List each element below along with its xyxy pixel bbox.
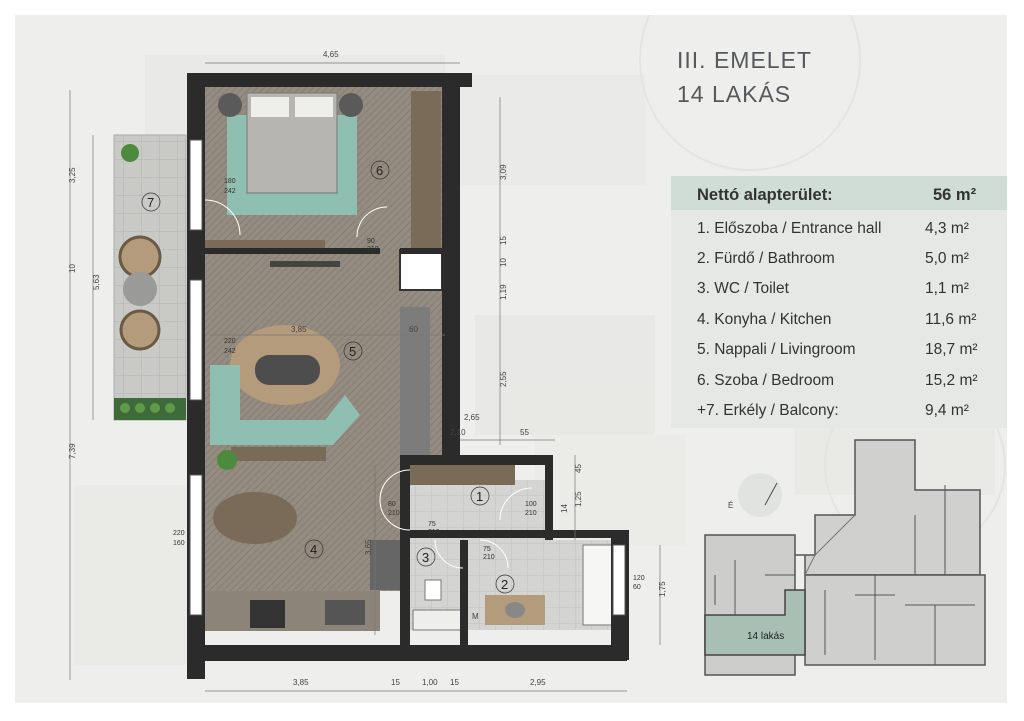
- area-room-label: 3. WC / Toilet: [697, 280, 789, 297]
- win-bath-h: 60: [633, 584, 641, 591]
- furniture: [205, 91, 616, 631]
- dim-right-2: 15: [499, 236, 508, 245]
- area-room-label: 4. Konyha / Kitchen: [697, 311, 832, 328]
- floor-plan-sheet: 4,65 3,85 15 1,00 15 2,95 3,25 10 5,63 7…: [15, 15, 1007, 703]
- room-number-7: 7: [147, 195, 154, 210]
- area-room-value: 15,2 m²: [925, 372, 978, 389]
- dim-bottom-2: 15: [391, 678, 400, 687]
- area-room-value: 5,0 m²: [925, 250, 969, 267]
- win-balcony-2-w: 220: [224, 338, 236, 345]
- area-row-kitchen: 4. Konyha / Kitchen 11,6 m²: [671, 305, 1007, 335]
- floor-title: III. EMELET: [677, 47, 812, 73]
- dim-top-width: 4,65: [323, 50, 339, 59]
- dim-bottom-4: 15: [450, 678, 459, 687]
- room-number-4: 4: [310, 542, 317, 557]
- room-number-5: 5: [349, 344, 356, 359]
- door-swings: [204, 199, 533, 569]
- door-hall-w: 80: [388, 501, 396, 508]
- compass-north-label: É: [728, 501, 733, 510]
- dim-hall-14: 14: [560, 504, 569, 513]
- dim-right-4: 1,19: [499, 284, 508, 300]
- dim-left-3: 5,63: [92, 274, 101, 290]
- dim-hall-265: 2,65: [464, 413, 480, 422]
- dim-right-3: 10: [499, 258, 508, 267]
- floor-plan-drawing: 4,65 3,85 15 1,00 15 2,95 3,25 10 5,63 7…: [68, 15, 1006, 692]
- key-plan: [704, 439, 986, 676]
- win-balcony-2-h: 242: [224, 348, 236, 355]
- area-total-row: Nettó alapterület: 56 m²: [671, 180, 1007, 210]
- dim-hall-45: 45: [574, 464, 583, 473]
- dim-hall-125: 1,25: [574, 491, 583, 507]
- room-number-2: 2: [501, 577, 508, 592]
- dim-bottom-3: 1,00: [422, 678, 438, 687]
- room-number-1: 1: [476, 489, 483, 504]
- dim-hall-210: 2,10: [450, 428, 466, 437]
- area-room-value: 1,1 m²: [925, 280, 969, 297]
- door-entry-h: 210: [525, 510, 537, 517]
- area-row-bathroom: 2. Fürdő / Bathroom 5,0 m²: [671, 244, 1007, 274]
- area-room-value: 18,7 m²: [925, 341, 978, 358]
- area-room-label: 2. Fürdő / Bathroom: [697, 250, 835, 267]
- dim-left-2: 10: [68, 264, 77, 273]
- win-kitchen-h: 160: [173, 540, 185, 547]
- win-kitchen-w: 220: [173, 530, 185, 537]
- dim-left-1: 3,25: [68, 167, 77, 183]
- room-number-6: 6: [376, 163, 383, 178]
- area-room-label: 6. Szoba / Bedroom: [697, 372, 834, 389]
- area-row-bedroom: 6. Szoba / Bedroom 15,2 m²: [671, 366, 1007, 396]
- area-table-header-bg: [671, 176, 1007, 210]
- area-total-value: 56 m²: [933, 186, 977, 204]
- dim-kitchen-height: 3,65: [364, 539, 373, 555]
- area-table: Nettó alapterület: 56 m² 1. Előszoba / E…: [671, 176, 1007, 428]
- area-room-label: 5. Nappali / Livingroom: [697, 341, 856, 358]
- area-room-label: +7. Erkély / Balcony:: [697, 402, 839, 419]
- dimension-labels: 4,65 3,85 15 1,00 15 2,95 3,25 10 5,63 7…: [68, 50, 667, 687]
- door-bedroom-h: 210: [367, 246, 379, 253]
- unit-title: 14 LAKÁS: [677, 81, 792, 107]
- dim-corridor-60: 60: [409, 325, 418, 334]
- dim-bottom-5: 2,95: [530, 678, 546, 687]
- area-room-value: 11,6 m²: [925, 311, 977, 328]
- dim-right-1: 3,09: [499, 164, 508, 180]
- dim-bottom-1: 3,85: [293, 678, 309, 687]
- room-numbers: 6 5 4 1 3 2 7 M: [141, 160, 515, 621]
- dim-right-5: 2,55: [499, 371, 508, 387]
- area-total-label: Nettó alapterület:: [697, 186, 833, 204]
- door-wc-w: 75: [428, 521, 436, 528]
- compass-icon: [738, 473, 782, 517]
- dim-living-width: 3,85: [291, 325, 307, 334]
- door-hall-h: 210: [388, 510, 400, 517]
- area-row-entrance-hall: 1. Előszoba / Entrance hall 4,3 m²: [671, 214, 1007, 244]
- area-room-value: 4,3 m²: [925, 220, 969, 237]
- dim-bath-height: 1,75: [658, 581, 667, 597]
- door-wc-h: 210: [428, 529, 440, 536]
- area-row-livingroom: 5. Nappali / Livingroom 18,7 m²: [671, 335, 1007, 365]
- door-entry-w: 100: [525, 501, 537, 508]
- dim-left-4: 7,39: [68, 443, 77, 459]
- key-plan-unit-label: 14 lakás: [747, 631, 784, 642]
- meter-label: M: [472, 612, 479, 621]
- door-bedroom-w: 90: [367, 238, 375, 245]
- door-bath-w: 75: [483, 546, 491, 553]
- door-bath-h: 210: [483, 554, 495, 561]
- win-balcony-1-w: 180: [224, 178, 236, 185]
- area-room-value: 9,4 m²: [925, 402, 969, 419]
- balcony: [113, 134, 187, 421]
- area-row-toilet: 3. WC / Toilet 1,1 m²: [671, 274, 1007, 304]
- win-bath-w: 120: [633, 575, 645, 582]
- dimension-lines: [69, 62, 661, 692]
- win-balcony-1-h: 242: [224, 188, 236, 195]
- room-number-3: 3: [422, 550, 429, 565]
- windows: [189, 139, 626, 616]
- area-room-label: 1. Előszoba / Entrance hall: [697, 220, 882, 237]
- dim-hall-55: 55: [520, 428, 529, 437]
- area-row-balcony: +7. Erkély / Balcony: 9,4 m²: [671, 396, 1007, 426]
